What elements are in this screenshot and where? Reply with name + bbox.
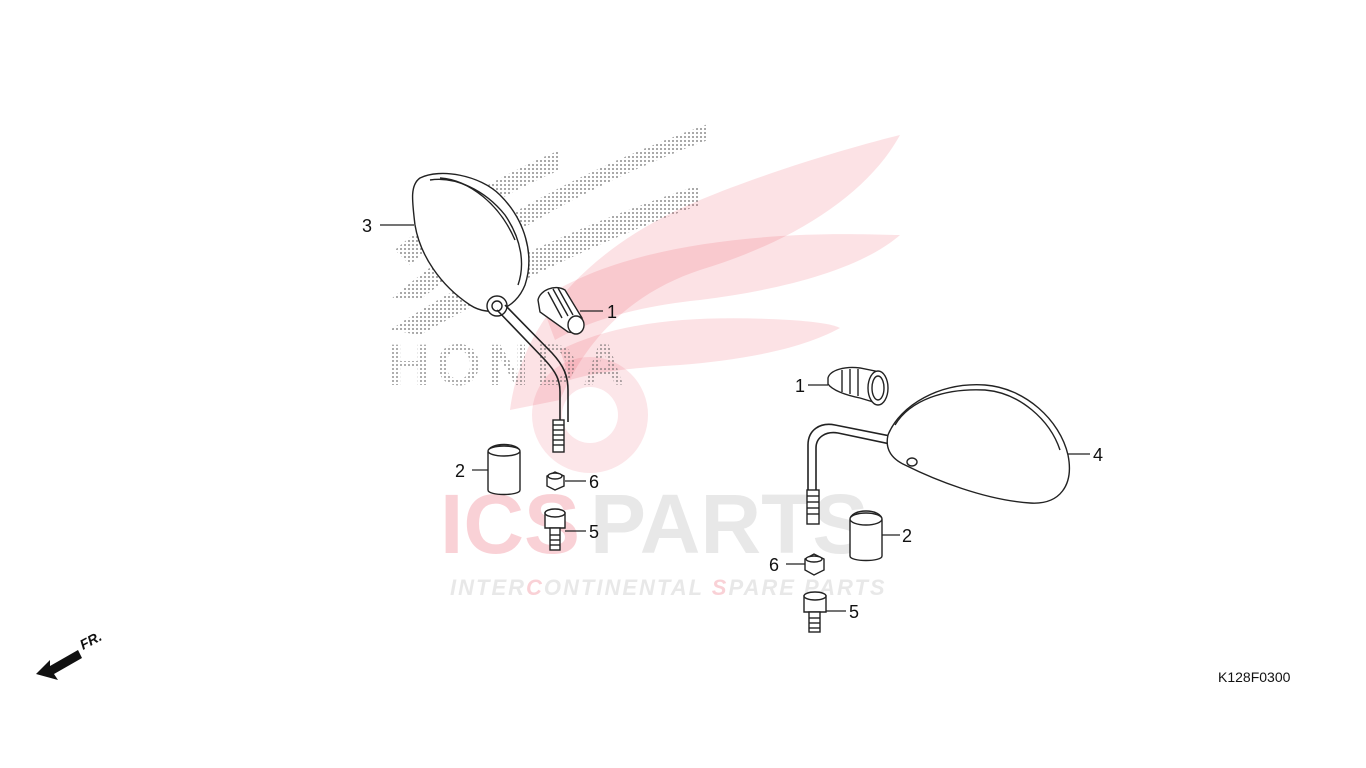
callout-right-2: 2 <box>902 526 912 546</box>
right-rubber-boot <box>827 366 889 406</box>
callout-left-2: 2 <box>455 461 465 481</box>
callout-right-5: 5 <box>849 602 859 622</box>
watermark-brand-parts: PARTS <box>590 477 868 571</box>
front-direction-label: FR. <box>77 628 104 653</box>
right-mirror-assembly <box>803 366 1070 633</box>
left-leader-lines <box>380 224 603 532</box>
watermark-tagline-inter: INTER <box>450 575 526 600</box>
diagram-code: K128F0300 <box>1218 669 1291 685</box>
right-mirror-head <box>886 384 1070 504</box>
callout-left-6: 6 <box>589 472 599 492</box>
right-leader-lines <box>786 384 1090 612</box>
callout-left-5: 5 <box>589 522 599 542</box>
honda-watermark-text: HONDA <box>388 333 631 398</box>
watermark-tagline-s: S <box>712 575 729 600</box>
watermark-tagline: INTERCONTINENTAL SPARE PARTS <box>450 575 887 600</box>
left-nut <box>546 471 565 491</box>
callout-left-3: 3 <box>362 216 372 236</box>
front-direction-arrow-icon: FR. <box>36 628 104 680</box>
ics-parts-watermark: ICS PARTS INTERCONTINENTAL SPARE PARTS <box>440 477 887 600</box>
left-mirror-head <box>411 172 530 317</box>
right-bolt <box>803 591 827 633</box>
right-nut <box>804 553 825 576</box>
callout-right-6: 6 <box>769 555 779 575</box>
left-rubber-boot <box>537 286 585 335</box>
callout-right-4: 4 <box>1093 445 1103 465</box>
right-mirror-thread <box>806 489 820 525</box>
callout-right-1: 1 <box>795 376 805 396</box>
left-cap <box>487 443 521 496</box>
watermark-tagline-ontinental: ONTINENTAL <box>544 575 704 600</box>
right-cap <box>849 510 883 562</box>
left-mirror-thread <box>552 419 565 453</box>
left-mirror-assembly <box>411 172 585 551</box>
callout-left-1: 1 <box>607 302 617 322</box>
left-bolt <box>544 508 566 551</box>
watermark-tagline-c: C <box>526 575 544 600</box>
